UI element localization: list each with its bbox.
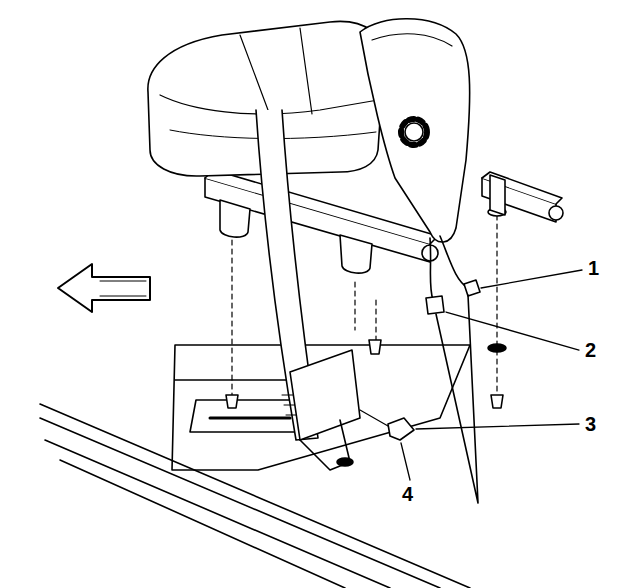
callout-number: 2 — [583, 339, 598, 361]
door-sill — [45, 440, 390, 588]
seat-back — [405, 123, 423, 141]
seat-back — [360, 19, 470, 242]
callout-number: 1 — [586, 257, 601, 279]
wiring-harness — [464, 280, 480, 296]
floor-bolts — [488, 344, 506, 352]
leader-lines — [416, 424, 579, 429]
floor-bolts — [491, 395, 503, 408]
wiring-harness — [388, 418, 414, 440]
leader-lines — [401, 270, 582, 480]
wiring-harness — [440, 236, 468, 288]
leader-lines — [401, 443, 410, 480]
floor-pan — [210, 417, 290, 420]
seat-track — [220, 200, 250, 237]
wiring-harness — [360, 410, 388, 426]
direction-arrow — [58, 264, 150, 312]
floor-pan — [172, 345, 470, 470]
mounting-bolt-lines — [354, 282, 355, 330]
mounting-bolt-lines — [375, 300, 376, 345]
floor-bolts — [226, 395, 238, 408]
callout-number: 3 — [583, 413, 598, 435]
leader-lines — [481, 270, 582, 288]
direction-arrow — [58, 264, 150, 312]
seat-track — [490, 175, 505, 215]
seat-track — [340, 235, 372, 273]
seat-belt — [256, 110, 360, 470]
callout-number: 4 — [400, 483, 415, 505]
seat-back — [372, 34, 452, 46]
seat-belt — [337, 458, 353, 466]
seat-cushion — [240, 28, 312, 114]
mounting-bolt-lines — [231, 240, 232, 395]
seat-track — [549, 206, 563, 220]
seat-back — [401, 119, 427, 145]
mounting-bolt-lines — [496, 215, 497, 395]
leader-lines — [446, 312, 579, 350]
door-sill — [60, 460, 345, 588]
seat-track — [205, 178, 430, 262]
wiring-harness — [360, 236, 480, 503]
wiring-harness — [436, 295, 478, 503]
wiring-harness — [426, 296, 444, 314]
floor-bolts — [369, 340, 381, 354]
seat-back — [360, 19, 470, 242]
door-sill — [40, 418, 440, 588]
wiring-harness — [430, 238, 433, 300]
direction-arrow — [100, 281, 146, 296]
seat-belt — [290, 350, 360, 440]
floor-pan — [172, 345, 470, 470]
